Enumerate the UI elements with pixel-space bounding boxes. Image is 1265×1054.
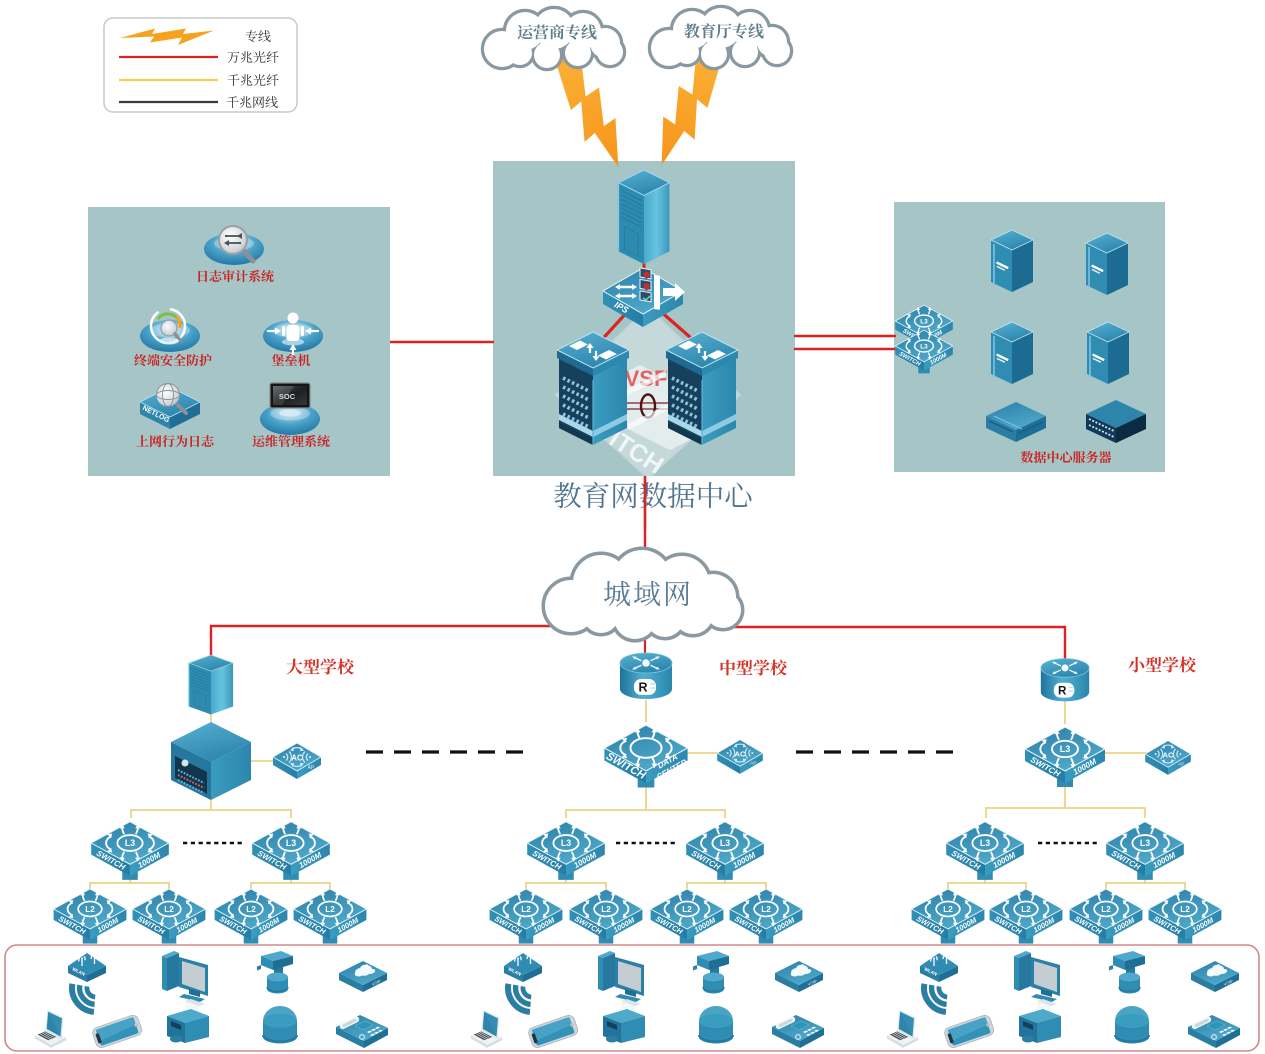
svg-text:L3: L3 (920, 343, 928, 350)
svg-text:L3: L3 (920, 318, 928, 325)
svg-text:L3: L3 (1060, 744, 1071, 754)
svg-text:SOC: SOC (279, 392, 296, 401)
svg-text:0M: 0M (934, 329, 945, 339)
